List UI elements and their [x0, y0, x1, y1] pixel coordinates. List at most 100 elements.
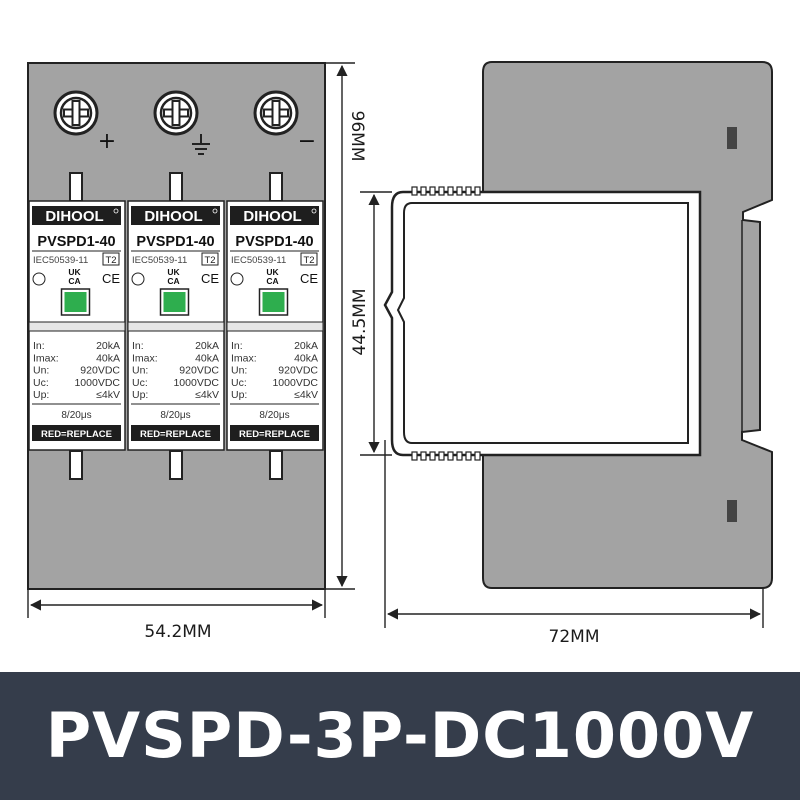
standard-label: IEC50539-11 [132, 255, 187, 266]
ground-icon [192, 134, 210, 155]
contact-tab [69, 172, 83, 202]
standard-label: IEC50539-11 [231, 255, 286, 266]
spec-value: 1000VDC [272, 377, 318, 389]
registered-icon [113, 208, 119, 214]
indicator-green [163, 292, 186, 312]
spec-label: Uc: [33, 377, 49, 389]
label-divider [127, 321, 225, 332]
spec-label: Imax: [132, 352, 158, 364]
dimension-height-label: 96MM [347, 111, 367, 162]
terminal-screw [53, 90, 99, 136]
type-badge-label: T2 [303, 255, 314, 266]
spec-value: 40kA [195, 352, 219, 364]
rib [429, 186, 436, 196]
contact-tab [169, 172, 183, 202]
spec-value: ≤4kV [195, 389, 219, 401]
type-badge-label: T2 [105, 255, 116, 266]
ukca-top: UK [68, 267, 81, 277]
contact-tab [269, 450, 283, 480]
brand-bar [131, 206, 220, 225]
front-face-inner [396, 202, 689, 444]
rib [438, 186, 445, 196]
spec-value: 20kA [195, 340, 219, 352]
dimension-lines [27, 62, 764, 628]
replace-bar [131, 425, 220, 441]
registered-icon [212, 208, 218, 214]
label-divider [28, 321, 126, 332]
rib [411, 186, 418, 196]
spec-label: Up: [231, 389, 247, 401]
spec-value: 1000VDC [173, 377, 219, 389]
replace-note: RED=REPLACE [41, 429, 112, 440]
ukca-bottom: CA [266, 276, 278, 286]
side-view [383, 61, 773, 589]
ce-mark: CE [300, 271, 318, 286]
rib [456, 451, 463, 461]
ccc-icon [230, 272, 244, 286]
rib [438, 451, 445, 461]
spec-value: 40kA [96, 352, 120, 364]
spec-label: Uc: [231, 377, 247, 389]
footer-banner: PVSPD-3P-DC1000V [0, 672, 800, 800]
ce-mark: CE [102, 271, 120, 286]
spec-value: 920VDC [80, 365, 120, 377]
brand-label: DIHOOL [45, 208, 103, 225]
ukca-top: UK [167, 267, 180, 277]
ukca-top: UK [266, 267, 279, 277]
spec-label: Un: [132, 365, 148, 377]
spec-value: 920VDC [179, 365, 219, 377]
type-badge [201, 252, 219, 266]
ukca-bottom: CA [167, 276, 179, 286]
rib [447, 186, 454, 196]
dimension-depth-label: 72MM [549, 627, 600, 647]
model-label: PVSPD1-40 [37, 234, 115, 250]
spec-label: In: [231, 340, 243, 352]
spec-label: Un: [231, 365, 247, 377]
replace-note: RED=REPLACE [140, 429, 211, 440]
spec-label: Un: [33, 365, 49, 377]
standard-label: IEC50539-11 [33, 255, 88, 266]
brand-bar [32, 206, 121, 225]
spec-value: 1000VDC [74, 377, 120, 389]
contact-tab [269, 172, 283, 202]
spec-value: 20kA [96, 340, 120, 352]
slot-top [727, 127, 737, 149]
rib [465, 451, 472, 461]
rib [456, 186, 463, 196]
rib [420, 186, 427, 196]
brand-bar [230, 206, 319, 225]
rib [447, 451, 454, 461]
spec-label: In: [33, 340, 45, 352]
spec-value: 920VDC [278, 365, 318, 377]
slot-bottom [727, 500, 737, 522]
front-face-ribs [411, 186, 481, 461]
type-badge-label: T2 [204, 255, 215, 266]
spec-label: Up: [33, 389, 49, 401]
ccc-icon [32, 272, 46, 286]
contact-tabs [69, 172, 283, 480]
indicator-green [262, 292, 285, 312]
spec-label: Imax: [231, 352, 257, 364]
type-badge [300, 252, 318, 266]
rib [411, 451, 418, 461]
type-badge [102, 252, 120, 266]
brand-label: DIHOOL [144, 208, 202, 225]
rib [465, 186, 472, 196]
waveform-label: 8/20μs [61, 410, 91, 421]
label-divider [226, 321, 324, 332]
ccc-icon [131, 272, 145, 286]
dimension-front-height-label: 44.5MM [350, 288, 370, 355]
waveform-label: 8/20μs [259, 410, 289, 421]
spec-value: 40kA [294, 352, 318, 364]
spec-label: Imax: [33, 352, 59, 364]
rib [429, 451, 436, 461]
polarity-mark: + [98, 129, 116, 154]
rib [474, 451, 481, 461]
model-label: PVSPD1-40 [136, 234, 214, 250]
